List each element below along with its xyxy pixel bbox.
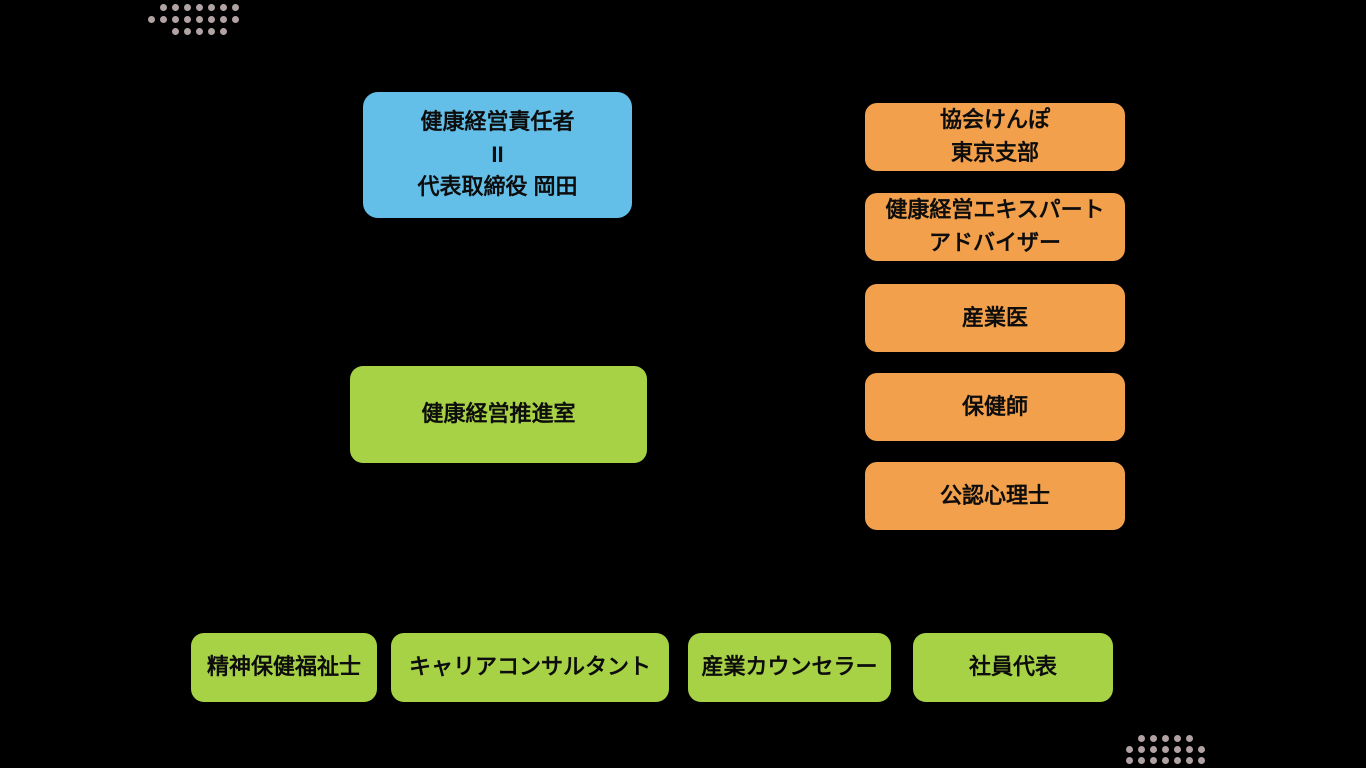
dots-decoration-top-left-icon xyxy=(148,2,248,38)
node-kyokai-kenpo-label: 協会けんぽ 東京支部 xyxy=(939,107,1050,165)
node-certified-psychologist-label: 公認心理士 xyxy=(939,482,1050,508)
dot xyxy=(208,4,215,11)
dot xyxy=(232,16,239,23)
dot xyxy=(1174,757,1181,764)
dot xyxy=(160,16,167,23)
dot xyxy=(1162,757,1169,764)
node-career-consultant: キャリアコンサルタント xyxy=(391,633,669,702)
dot xyxy=(220,28,227,35)
dot xyxy=(1150,757,1157,764)
node-expert-adviser-label: 健康経営エキスパート アドバイザー xyxy=(885,197,1105,255)
node-certified-psychologist: 公認心理士 xyxy=(865,462,1125,530)
dot xyxy=(1186,735,1193,742)
dot xyxy=(1126,746,1133,753)
dot xyxy=(1198,757,1205,764)
dot xyxy=(184,4,191,11)
dot xyxy=(1138,735,1145,742)
dot xyxy=(1126,757,1133,764)
dot xyxy=(1150,735,1157,742)
node-mental-health-worker-label: 精神保健福祉士 xyxy=(206,654,361,680)
dot xyxy=(1174,735,1181,742)
dot xyxy=(172,28,179,35)
dot xyxy=(220,16,227,23)
node-promotion-office-label: 健康経営推進室 xyxy=(421,401,576,427)
dot xyxy=(1150,746,1157,753)
node-career-consultant-label: キャリアコンサルタント xyxy=(408,654,651,680)
node-public-health-nurse-label: 保健師 xyxy=(961,393,1028,419)
dot xyxy=(196,4,203,11)
dot xyxy=(1162,746,1169,753)
dot xyxy=(1162,735,1169,742)
node-health-management-expert-adviser: 健康経営エキスパート アドバイザー xyxy=(865,193,1125,261)
dot xyxy=(196,28,203,35)
dot xyxy=(208,16,215,23)
dot xyxy=(184,16,191,23)
dot xyxy=(208,28,215,35)
node-industrial-counselor-label: 産業カウンセラー xyxy=(701,654,878,680)
node-public-health-nurse: 保健師 xyxy=(865,373,1125,441)
dot xyxy=(172,4,179,11)
dot xyxy=(1138,746,1145,753)
dot xyxy=(160,4,167,11)
node-occupational-physician: 産業医 xyxy=(865,284,1125,352)
node-mental-health-welfare-worker: 精神保健福祉士 xyxy=(191,633,377,702)
node-health-officer: 健康経営責任者 II 代表取締役 岡田 xyxy=(363,92,632,218)
dot xyxy=(172,16,179,23)
dot xyxy=(1174,746,1181,753)
dot xyxy=(196,16,203,23)
dot xyxy=(184,28,191,35)
node-employee-representative: 社員代表 xyxy=(913,633,1113,702)
node-kyokai-kenpo-tokyo-branch: 協会けんぽ 東京支部 xyxy=(865,103,1125,171)
dot xyxy=(220,4,227,11)
dot xyxy=(1186,757,1193,764)
dot xyxy=(1198,746,1205,753)
dot xyxy=(148,16,155,23)
dots-decoration-bottom-right-icon xyxy=(1126,735,1226,768)
node-industrial-counselor: 産業カウンセラー xyxy=(688,633,891,702)
dot xyxy=(232,4,239,11)
node-health-officer-label: 健康経営責任者 II 代表取締役 岡田 xyxy=(417,109,578,200)
node-health-management-promotion-office: 健康経営推進室 xyxy=(350,366,647,463)
dot xyxy=(1186,746,1193,753)
node-occupational-physician-label: 産業医 xyxy=(961,304,1028,330)
node-employee-representative-label: 社員代表 xyxy=(968,654,1057,680)
dot xyxy=(1138,757,1145,764)
